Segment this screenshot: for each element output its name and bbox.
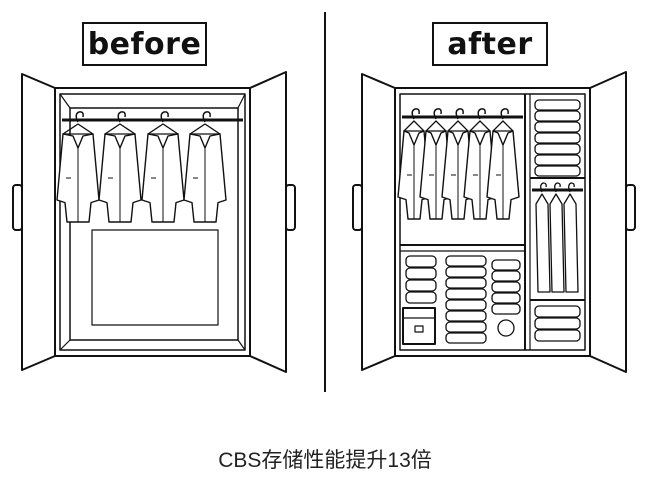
after-wardrobe <box>352 71 636 373</box>
folded-clothes <box>445 277 487 289</box>
hanging-shirt <box>56 111 100 223</box>
left-handle <box>12 184 23 231</box>
hanger-hook-icon <box>477 108 486 120</box>
folded-clothes <box>534 305 581 318</box>
before-wardrobe <box>12 71 296 373</box>
folded-clothes <box>534 329 581 342</box>
folded-clothes <box>405 255 437 268</box>
left-door <box>361 73 396 371</box>
hanger-hook-icon <box>540 182 547 193</box>
folded-clothes <box>445 266 487 278</box>
after-label: after <box>432 22 548 66</box>
folded-clothes <box>405 267 437 280</box>
right-door <box>589 71 627 373</box>
folded-clothes <box>491 303 521 315</box>
folded-clothes <box>491 259 521 271</box>
storage-box <box>402 307 436 345</box>
hanger-hook-icon <box>433 108 442 120</box>
folded-clothes <box>491 281 521 293</box>
left-door <box>21 73 56 371</box>
hanging-shirt <box>183 111 227 223</box>
left-handle <box>352 184 363 231</box>
folded-clothes <box>445 299 487 311</box>
folded-clothes <box>534 110 581 122</box>
folded-clothes <box>445 332 487 344</box>
hanger-hook-icon <box>554 182 561 193</box>
folded-clothes <box>445 321 487 333</box>
caption: CBS存储性能提升13倍 <box>218 449 432 472</box>
hanging-shirt <box>141 111 185 223</box>
folded-clothes <box>534 165 581 177</box>
hanging-pants <box>535 182 551 293</box>
right-handle <box>285 184 296 231</box>
folded-clothes <box>534 317 581 330</box>
rolled-towel <box>497 319 515 337</box>
hanger-hook-icon <box>117 111 126 123</box>
hanger-hook-icon <box>455 108 464 120</box>
hanger-hook-icon <box>160 111 169 123</box>
folded-clothes <box>534 154 581 166</box>
right-handle <box>625 184 636 231</box>
hanger-hook-icon <box>411 108 420 120</box>
folded-clothes <box>445 288 487 300</box>
folded-clothes <box>534 99 581 111</box>
hanger-hook-icon <box>500 108 509 120</box>
folded-clothes <box>405 291 437 304</box>
hanging-shirt <box>98 111 142 223</box>
folded-clothes <box>534 143 581 155</box>
folded-clothes <box>534 132 581 144</box>
folded-clothes <box>534 121 581 133</box>
hanging-pants <box>563 182 579 293</box>
hanger-hook-icon <box>568 182 575 193</box>
hanger-hook-icon <box>75 111 84 123</box>
before-label: before <box>82 22 207 66</box>
right-door <box>249 71 287 373</box>
folded-clothes <box>405 279 437 292</box>
hanging-pants <box>549 182 565 293</box>
folded-clothes <box>445 255 487 267</box>
folded-clothes <box>445 310 487 322</box>
folded-clothes <box>491 292 521 304</box>
hanging-shirt <box>486 108 520 220</box>
folded-clothes <box>491 270 521 282</box>
hanger-hook-icon <box>202 111 211 123</box>
